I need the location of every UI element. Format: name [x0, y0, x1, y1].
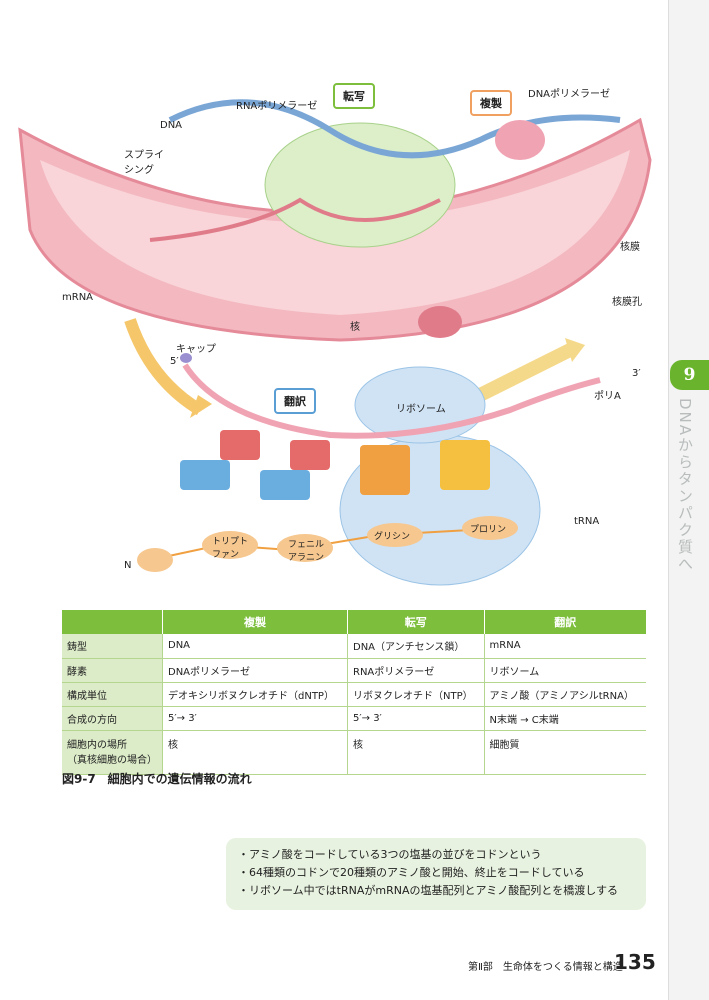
- label-poly-a: ポリA: [594, 391, 621, 402]
- row-label: 合成の方向: [62, 706, 163, 731]
- chapter-number-tab: 9: [670, 360, 709, 390]
- table-cell: N末端 → C末端: [483, 706, 646, 731]
- table-cell: mRNA: [483, 634, 646, 659]
- summary-item: ・リボソーム中ではtRNAがmRNAの塩基配列とアミノ酸配列とを橋渡しする: [238, 884, 619, 897]
- summary-box: ・アミノ酸をコードしている3つの塩基の並びをコドンという ・64種類のコドンで2…: [226, 838, 646, 910]
- table-cell: 細胞質: [483, 730, 646, 775]
- label-nuclear-membrane: 核膜: [620, 242, 640, 253]
- flow-arrow-2: [466, 343, 574, 407]
- table-header: 複製: [162, 610, 348, 634]
- figure-caption: 図9-7 細胞内での遺伝情報の流れ: [62, 772, 252, 786]
- row-label: 細胞内の場所 （真核細胞の場合）: [62, 730, 163, 775]
- table-row: 細胞内の場所 （真核細胞の場合）核核細胞質: [62, 730, 646, 775]
- dna-polymerase-shape: [495, 120, 545, 160]
- row-label: 鋳型: [62, 634, 163, 659]
- amino-acid-trp: [202, 531, 258, 559]
- flow-arrow-2-head: [565, 338, 585, 362]
- label-cap: キャップ: [176, 344, 216, 355]
- table-header: 転写: [347, 610, 485, 634]
- chapter-title: DNAからタンパク質へ: [676, 398, 694, 574]
- label-tryptophan: トリプト ファン: [212, 537, 249, 560]
- summary-item: ・アミノ酸をコードしている3つの塩基の並びをコドンという: [238, 848, 542, 861]
- page-number: 135: [614, 950, 656, 974]
- label-3prime: 3′: [632, 368, 641, 379]
- table-cell: DNA（アンチセンス鎖）: [347, 634, 485, 659]
- table-header: 翻訳: [483, 610, 646, 634]
- label-translation: 翻訳: [274, 388, 316, 414]
- table-header-row: 複製 転写 翻訳: [62, 610, 646, 634]
- label-phenylalanine: フェニル アラニン: [288, 540, 325, 563]
- label-rna-polymerase: RNAポリメラーゼ: [236, 101, 318, 112]
- flow-arrow-1-head: [190, 395, 212, 418]
- label-proline: プロリン: [470, 525, 507, 535]
- label-mrna: mRNA: [62, 292, 94, 303]
- row-label: 酵素: [62, 658, 163, 683]
- amino-acid-pro: [462, 516, 518, 540]
- mrna-strand-nucleus: [149, 197, 441, 242]
- table-cell: リボヌクレオチド（NTP）: [347, 682, 485, 707]
- table-cell: DNAポリメラーゼ: [162, 658, 348, 683]
- rna-polymerase-shape: [264, 122, 456, 248]
- table-cell: RNAポリメラーゼ: [347, 658, 485, 683]
- table-cell: リボソーム: [483, 658, 646, 683]
- amino-acid-phe: [277, 534, 333, 562]
- label-transcription: 転写: [333, 83, 375, 109]
- table-cell: 核: [347, 730, 485, 775]
- label-splicing: スプライ シング: [124, 150, 164, 176]
- table-header: [62, 610, 163, 634]
- table-cell: 核: [162, 730, 348, 775]
- table-row: 構成単位デオキシリボヌクレオチド（dNTP）リボヌクレオチド（NTP）アミノ酸（…: [62, 682, 646, 707]
- table-cell: DNA: [162, 634, 348, 659]
- label-glycine: グリシン: [374, 532, 411, 542]
- footer-section: 第Ⅱ部 生命体をつくる情報と構造: [468, 962, 623, 973]
- label-dna-polymerase: DNAポリメラーゼ: [528, 89, 611, 100]
- table-cell: 5′→ 3′: [162, 706, 348, 731]
- mrna-strand-cytoplasm: [182, 363, 601, 439]
- label-5prime: 5′: [170, 356, 179, 367]
- row-label: 構成単位: [62, 682, 163, 707]
- label-replication: 複製: [470, 90, 512, 116]
- label-trna: tRNA: [574, 516, 600, 527]
- table-cell: デオキシリボヌクレオチド（dNTP）: [162, 682, 348, 707]
- dna-strand: [168, 99, 621, 159]
- label-ribosome: リボソーム: [396, 404, 446, 415]
- gene-expression-diagram: [18, 99, 652, 586]
- amino-acid-n: [137, 548, 173, 572]
- summary-item: ・64種類のコドンで20種類のアミノ酸と開始、終止をコードしている: [238, 866, 585, 879]
- flow-arrow-1: [124, 318, 204, 416]
- amino-acid-gly: [367, 523, 423, 547]
- table-cell: 5′→ 3′: [347, 706, 485, 731]
- trna-molecules: [180, 430, 490, 500]
- cap-icon: [180, 353, 192, 363]
- label-nuclear-pore: 核膜孔: [612, 297, 642, 308]
- chapter-sidebar: [668, 0, 709, 1000]
- label-n-terminus: N: [124, 560, 132, 571]
- nucleus-pore-blob: [418, 306, 462, 338]
- table-cell: アミノ酸（アミノアシルtRNA）: [483, 682, 646, 707]
- label-nucleus: 核: [350, 322, 360, 333]
- label-dna: DNA: [160, 120, 183, 131]
